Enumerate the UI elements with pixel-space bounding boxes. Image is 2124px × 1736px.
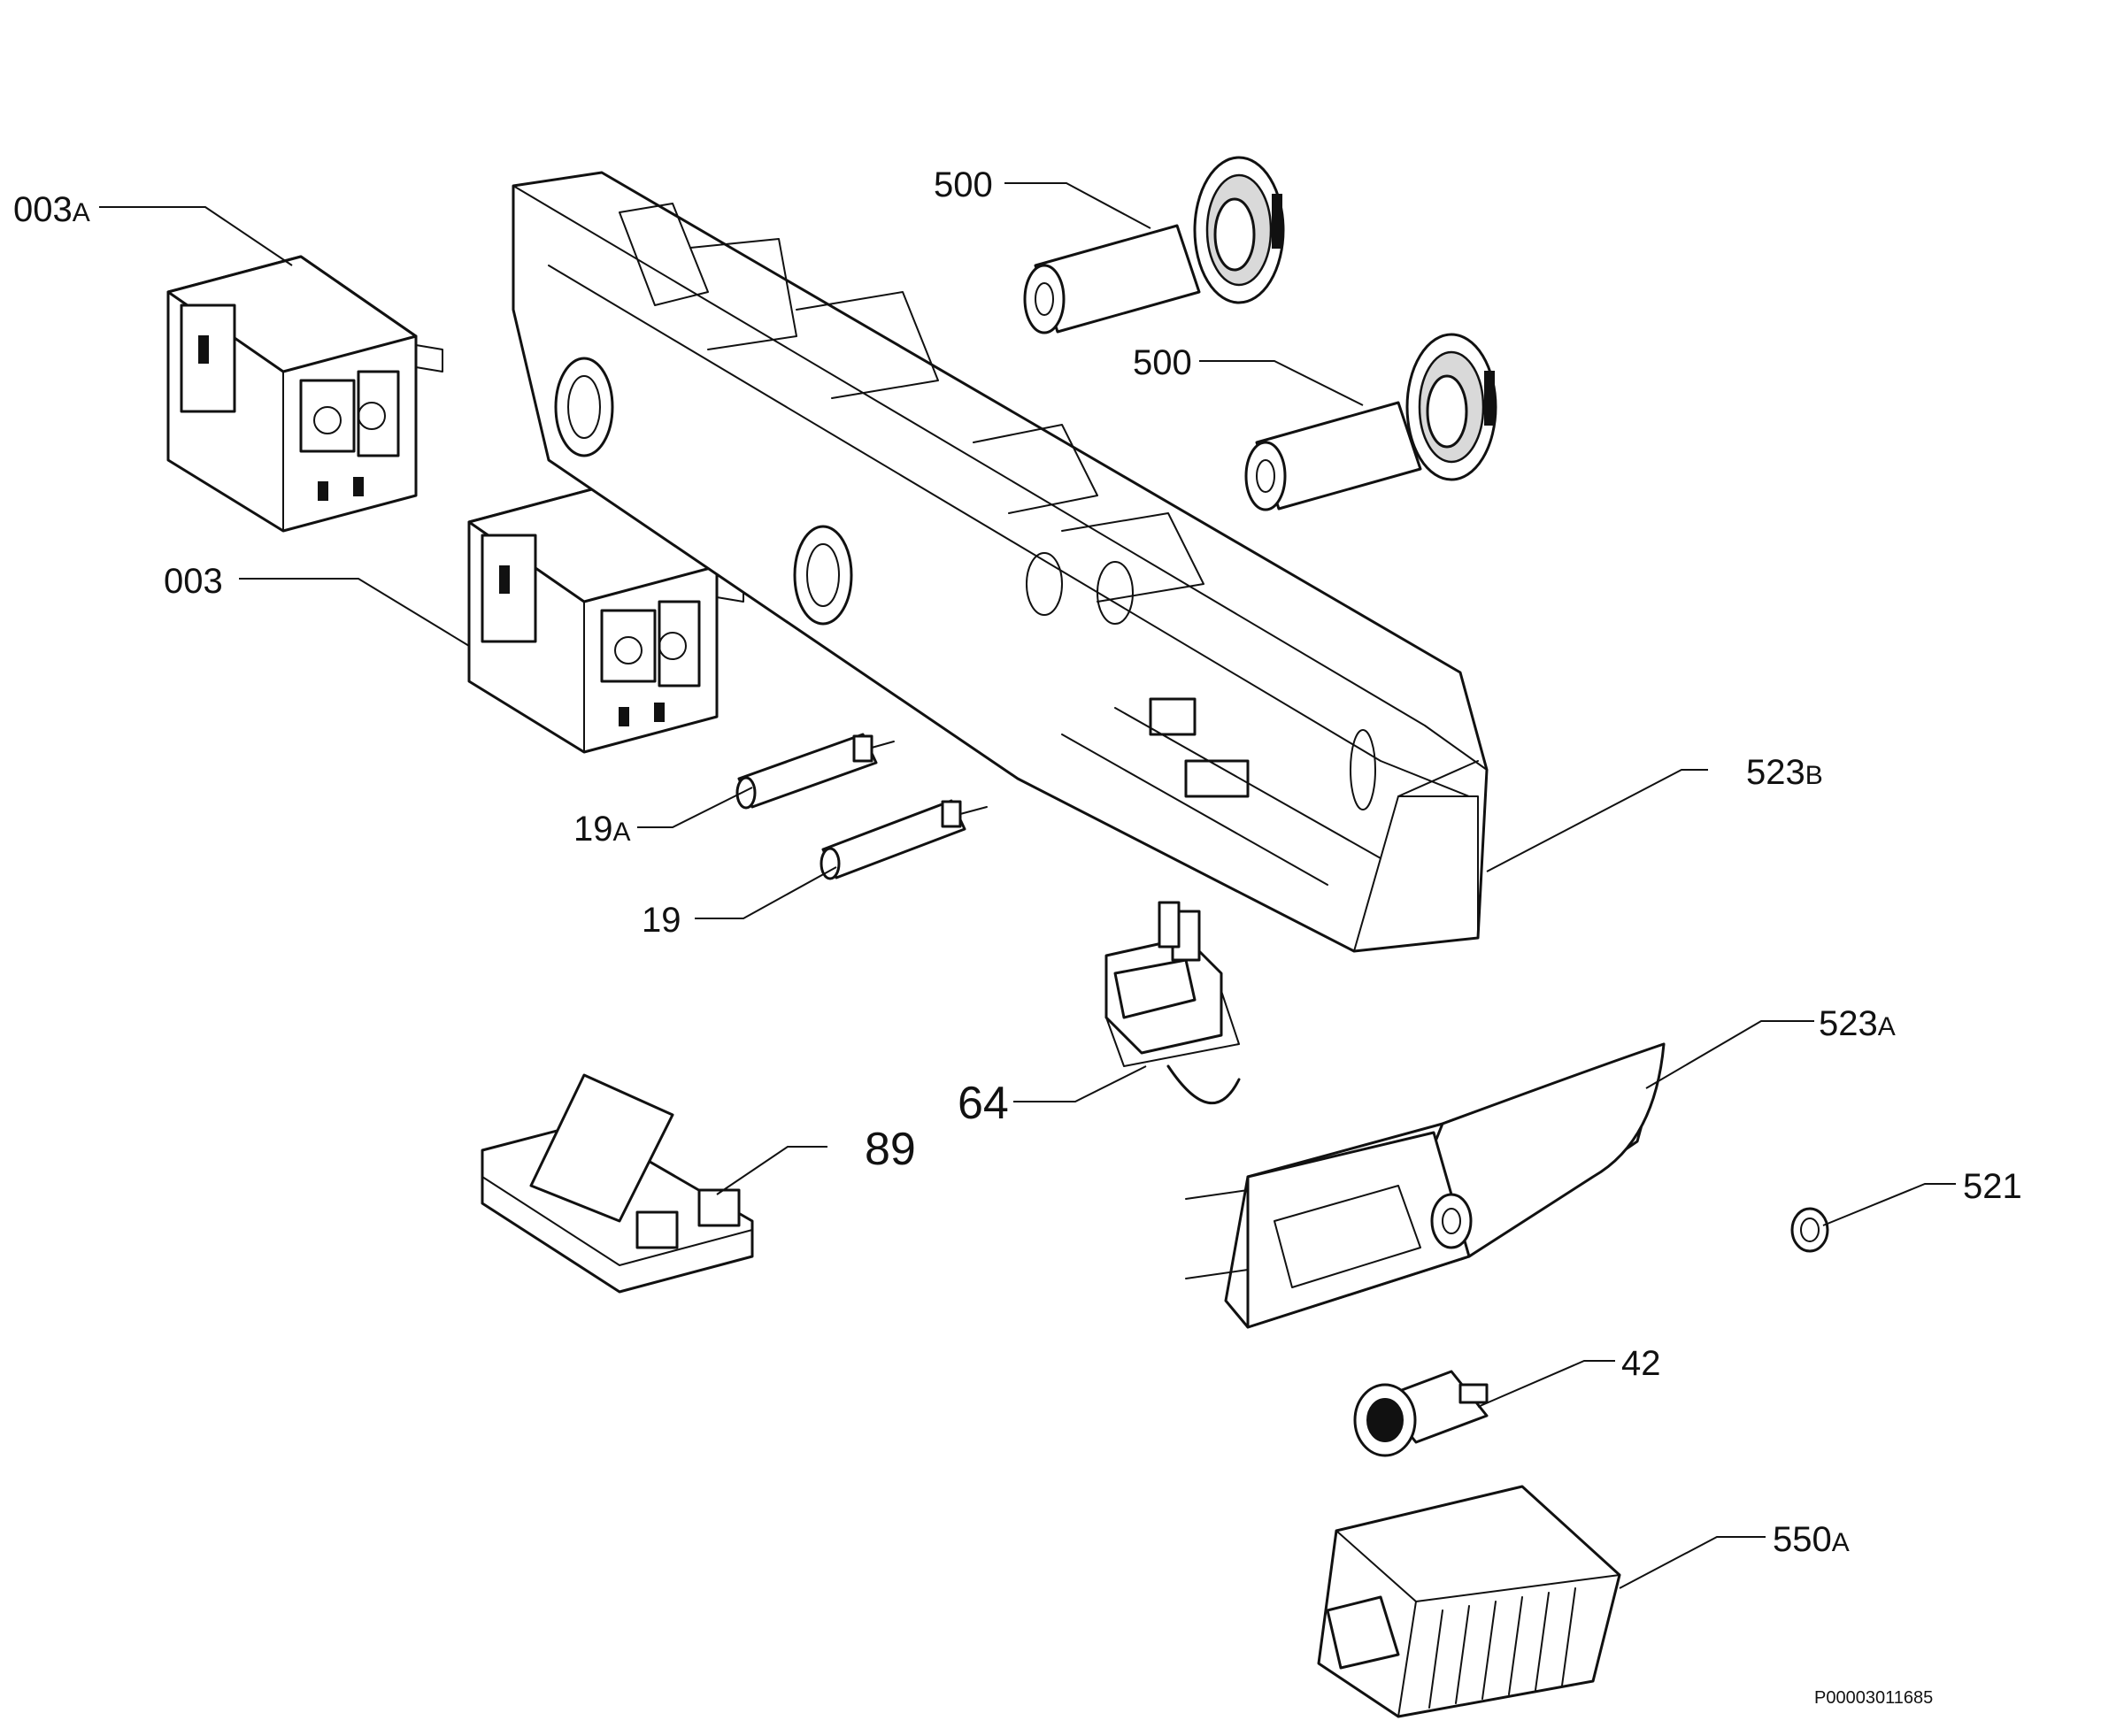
label-521: 521 xyxy=(1963,1167,2022,1206)
label-19a: 19A xyxy=(573,810,631,849)
label-003a: 003A xyxy=(13,190,90,229)
part-500-shaft-upper xyxy=(1023,156,1285,334)
label-19: 19 xyxy=(642,901,681,940)
part-42-lamp-holder xyxy=(1353,1370,1489,1457)
part-521-cap xyxy=(1790,1207,1829,1253)
label-89: 89 xyxy=(865,1124,916,1175)
label-500-bottom: 500 xyxy=(1133,343,1192,382)
label-523a: 523A xyxy=(1819,1004,1896,1043)
part-64-rocker-switch xyxy=(1104,901,1241,1105)
part-19a-lamp xyxy=(735,733,895,810)
part-500-shaft-lower xyxy=(1244,333,1497,511)
part-19-lamp xyxy=(820,799,988,880)
label-003: 003 xyxy=(164,562,223,601)
label-523b: 523B xyxy=(1746,753,1823,792)
label-550a: 550A xyxy=(1773,1520,1850,1559)
part-003a-switch-block xyxy=(166,255,443,533)
callout-labels: 003A 003 500 500 19A 19 523B 64 89 523A … xyxy=(13,165,2022,1559)
leader-lines xyxy=(99,182,1956,1589)
reference-code: P00003011685 xyxy=(1814,1688,1933,1708)
label-64: 64 xyxy=(958,1078,1009,1129)
label-42: 42 xyxy=(1621,1344,1661,1383)
part-523a-fascia xyxy=(1185,1042,1666,1329)
part-550a-knob xyxy=(1317,1485,1621,1718)
part-523b-control-panel-frame xyxy=(512,171,1489,953)
label-500-top: 500 xyxy=(934,165,993,204)
part-003-switch-block xyxy=(467,485,744,754)
part-89-bracket xyxy=(481,1073,754,1294)
